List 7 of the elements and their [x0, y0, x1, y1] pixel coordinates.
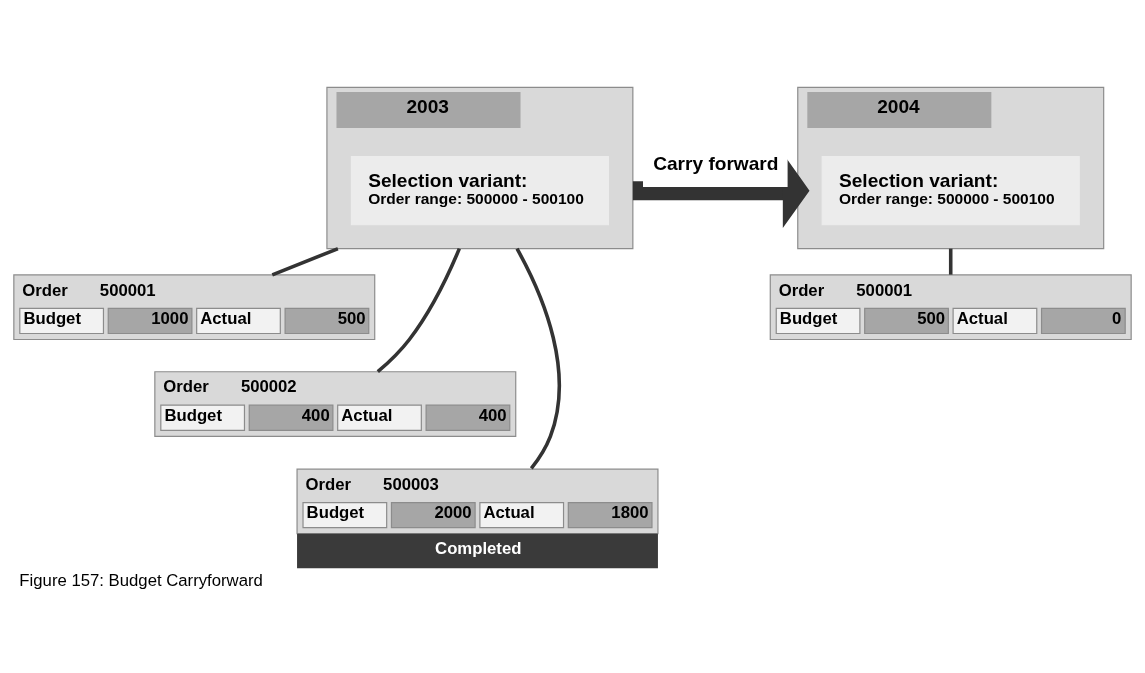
connector — [271, 247, 339, 277]
caption: Figure 157: Budget Carryforward — [19, 570, 263, 590]
connector — [376, 247, 461, 374]
connector — [948, 248, 953, 275]
edge-label: Carry forward — [653, 153, 779, 175]
node-label: Completed — [435, 539, 522, 559]
connector — [515, 247, 562, 470]
